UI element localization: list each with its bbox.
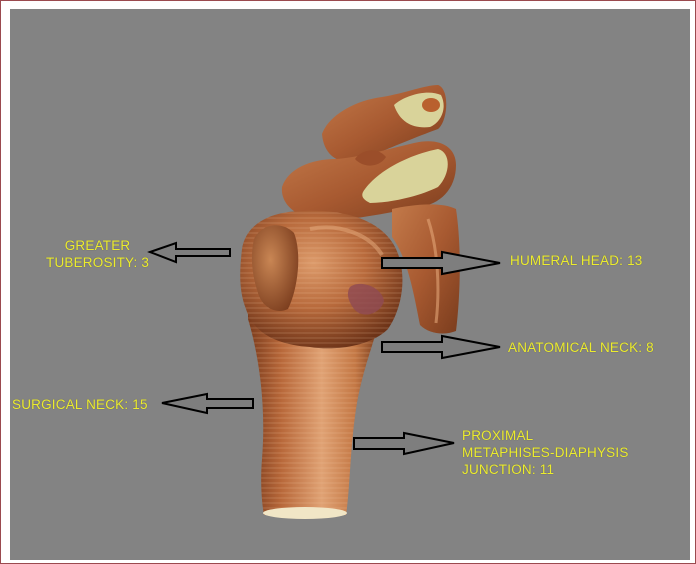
label-surgical-neck: SURGICAL NECK: 15	[12, 396, 148, 413]
label-anatomical-neck-text: ANATOMICAL NECK: 8	[508, 339, 654, 356]
label-greater-tuberosity-line1: GREATER	[46, 237, 149, 254]
label-proximal-junction-line1: PROXIMAL	[462, 427, 629, 444]
humeral-head	[240, 211, 402, 349]
arrow-greater-tuberosity	[150, 243, 230, 262]
label-humeral-head-text: HUMERAL HEAD: 13	[510, 252, 643, 269]
label-proximal-junction-line3: JUNCTION: 11	[462, 461, 629, 478]
label-anatomical-neck: ANATOMICAL NECK: 8	[508, 339, 654, 356]
arrow-anatomical-neck	[382, 336, 500, 358]
label-surgical-neck-text: SURGICAL NECK: 15	[12, 396, 148, 413]
ct-3d-render-panel: GREATER TUBEROSITY: 3 HUMERAL HEAD: 13 A…	[10, 9, 690, 560]
arrow-proximal-junction	[354, 433, 454, 454]
label-greater-tuberosity-line2: TUBEROSITY: 3	[46, 254, 149, 271]
label-humeral-head: HUMERAL HEAD: 13	[510, 252, 643, 269]
label-greater-tuberosity: GREATER TUBEROSITY: 3	[46, 237, 149, 271]
label-proximal-junction-line2: METAPHISES-DIAPHYSIS	[462, 444, 629, 461]
arrow-surgical-neck	[162, 394, 253, 413]
label-proximal-junction: PROXIMAL METAPHISES-DIAPHYSIS JUNCTION: …	[462, 427, 629, 478]
